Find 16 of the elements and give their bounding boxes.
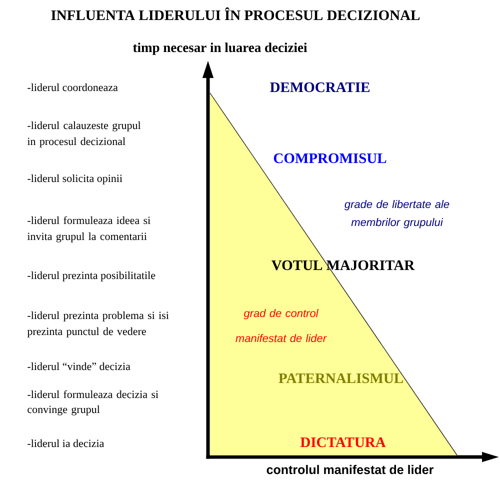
- annotation-text: grad de control manifestat de lider: [236, 309, 327, 342]
- style-label: PATERNALISMUL: [278, 373, 403, 384]
- style-label: COMPROMISUL: [274, 153, 386, 164]
- action-text: -liderul calauzeste grupul in procesul decizional: [27, 121, 141, 148]
- style-label: DICTATURA: [300, 437, 386, 448]
- action-text: -liderul ia decizia: [28, 439, 104, 448]
- title: INFLUENTA LIDERULUI ÎN PROCESUL DECIZIONAL: [51, 7, 420, 20]
- action-text: -liderul solicita opinii: [28, 174, 122, 184]
- action-text: -liderul coordoneaza: [28, 83, 118, 92]
- action-text: -liderul prezinta posibilitatile: [28, 271, 156, 282]
- action-text: -liderul “vinde” decizia: [28, 362, 130, 370]
- action-text: -liderul prezinta problema si isi prezinta punctul de vedere: [27, 311, 169, 338]
- axis-label: timp necesar in luarea deciziei: [133, 42, 308, 55]
- annotation-text: grade de libertate ale membrilor grupului: [344, 200, 450, 228]
- action-text: -liderul formuleaza ideea si invita grupul la comentarii: [27, 216, 150, 242]
- action-text: -liderul formuleaza decizia si convinge grupul: [28, 390, 158, 416]
